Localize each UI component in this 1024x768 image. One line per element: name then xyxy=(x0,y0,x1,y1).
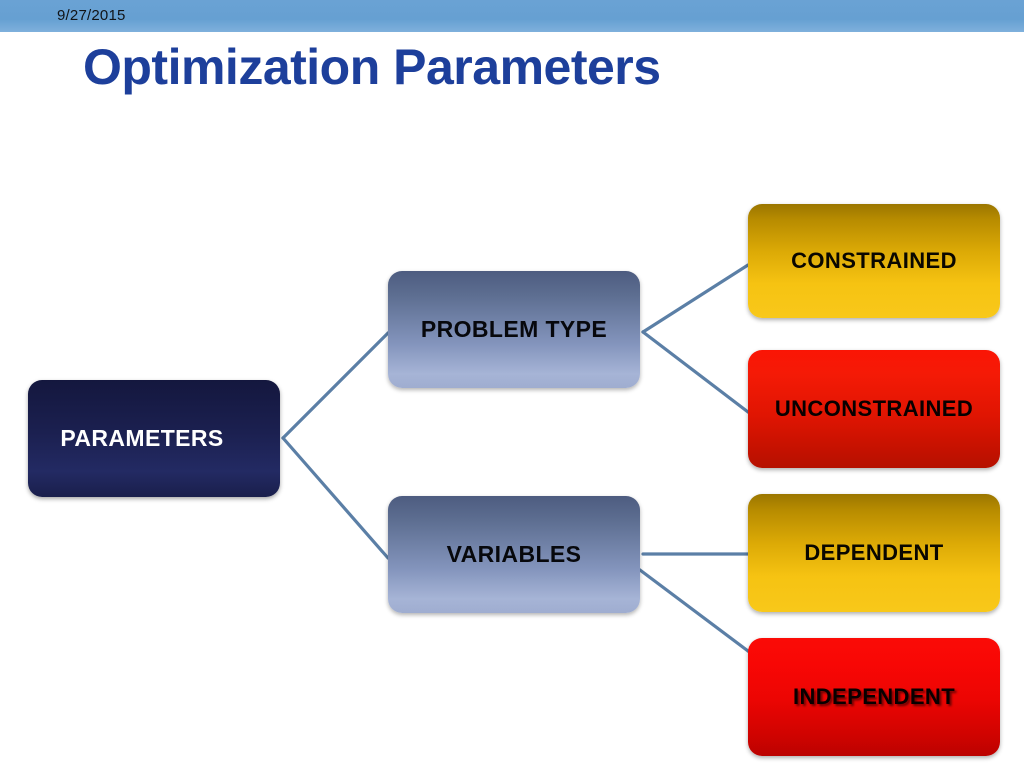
node-independent[interactable]: INDEPENDENT xyxy=(748,638,1000,756)
node-dependent[interactable]: DEPENDENT xyxy=(748,494,1000,612)
node-variables-label: VARIABLES xyxy=(446,541,582,568)
node-constrained-label: CONSTRAINED xyxy=(791,248,957,274)
slide-date: 9/27/2015 xyxy=(57,7,126,24)
edge-variables-independent xyxy=(638,568,754,656)
node-problem-type[interactable]: PROBLEM TYPE xyxy=(388,271,640,388)
node-problem-type-label: PROBLEM TYPE xyxy=(420,316,608,343)
edge-problem-type-unconstrained xyxy=(641,330,750,414)
node-constrained[interactable]: CONSTRAINED xyxy=(748,204,1000,318)
node-dependent-label: DEPENDENT xyxy=(804,540,944,566)
node-unconstrained[interactable]: UNCONSTRAINED xyxy=(748,350,1000,468)
edge-parameters-problem-type xyxy=(281,331,390,440)
node-variables[interactable]: VARIABLES xyxy=(388,496,640,613)
node-parameters-label: PARAMETERS xyxy=(60,425,224,452)
slide-header-band: 9/27/2015 xyxy=(0,0,1024,32)
edge-parameters-variables xyxy=(281,436,390,560)
page-title: Optimization Parameters xyxy=(83,39,661,95)
node-independent-label: INDEPENDENT xyxy=(792,684,956,710)
node-parameters[interactable]: PARAMETERS xyxy=(28,380,280,497)
node-unconstrained-label: UNCONSTRAINED xyxy=(774,396,974,422)
edge-problem-type-constrained xyxy=(641,263,750,334)
